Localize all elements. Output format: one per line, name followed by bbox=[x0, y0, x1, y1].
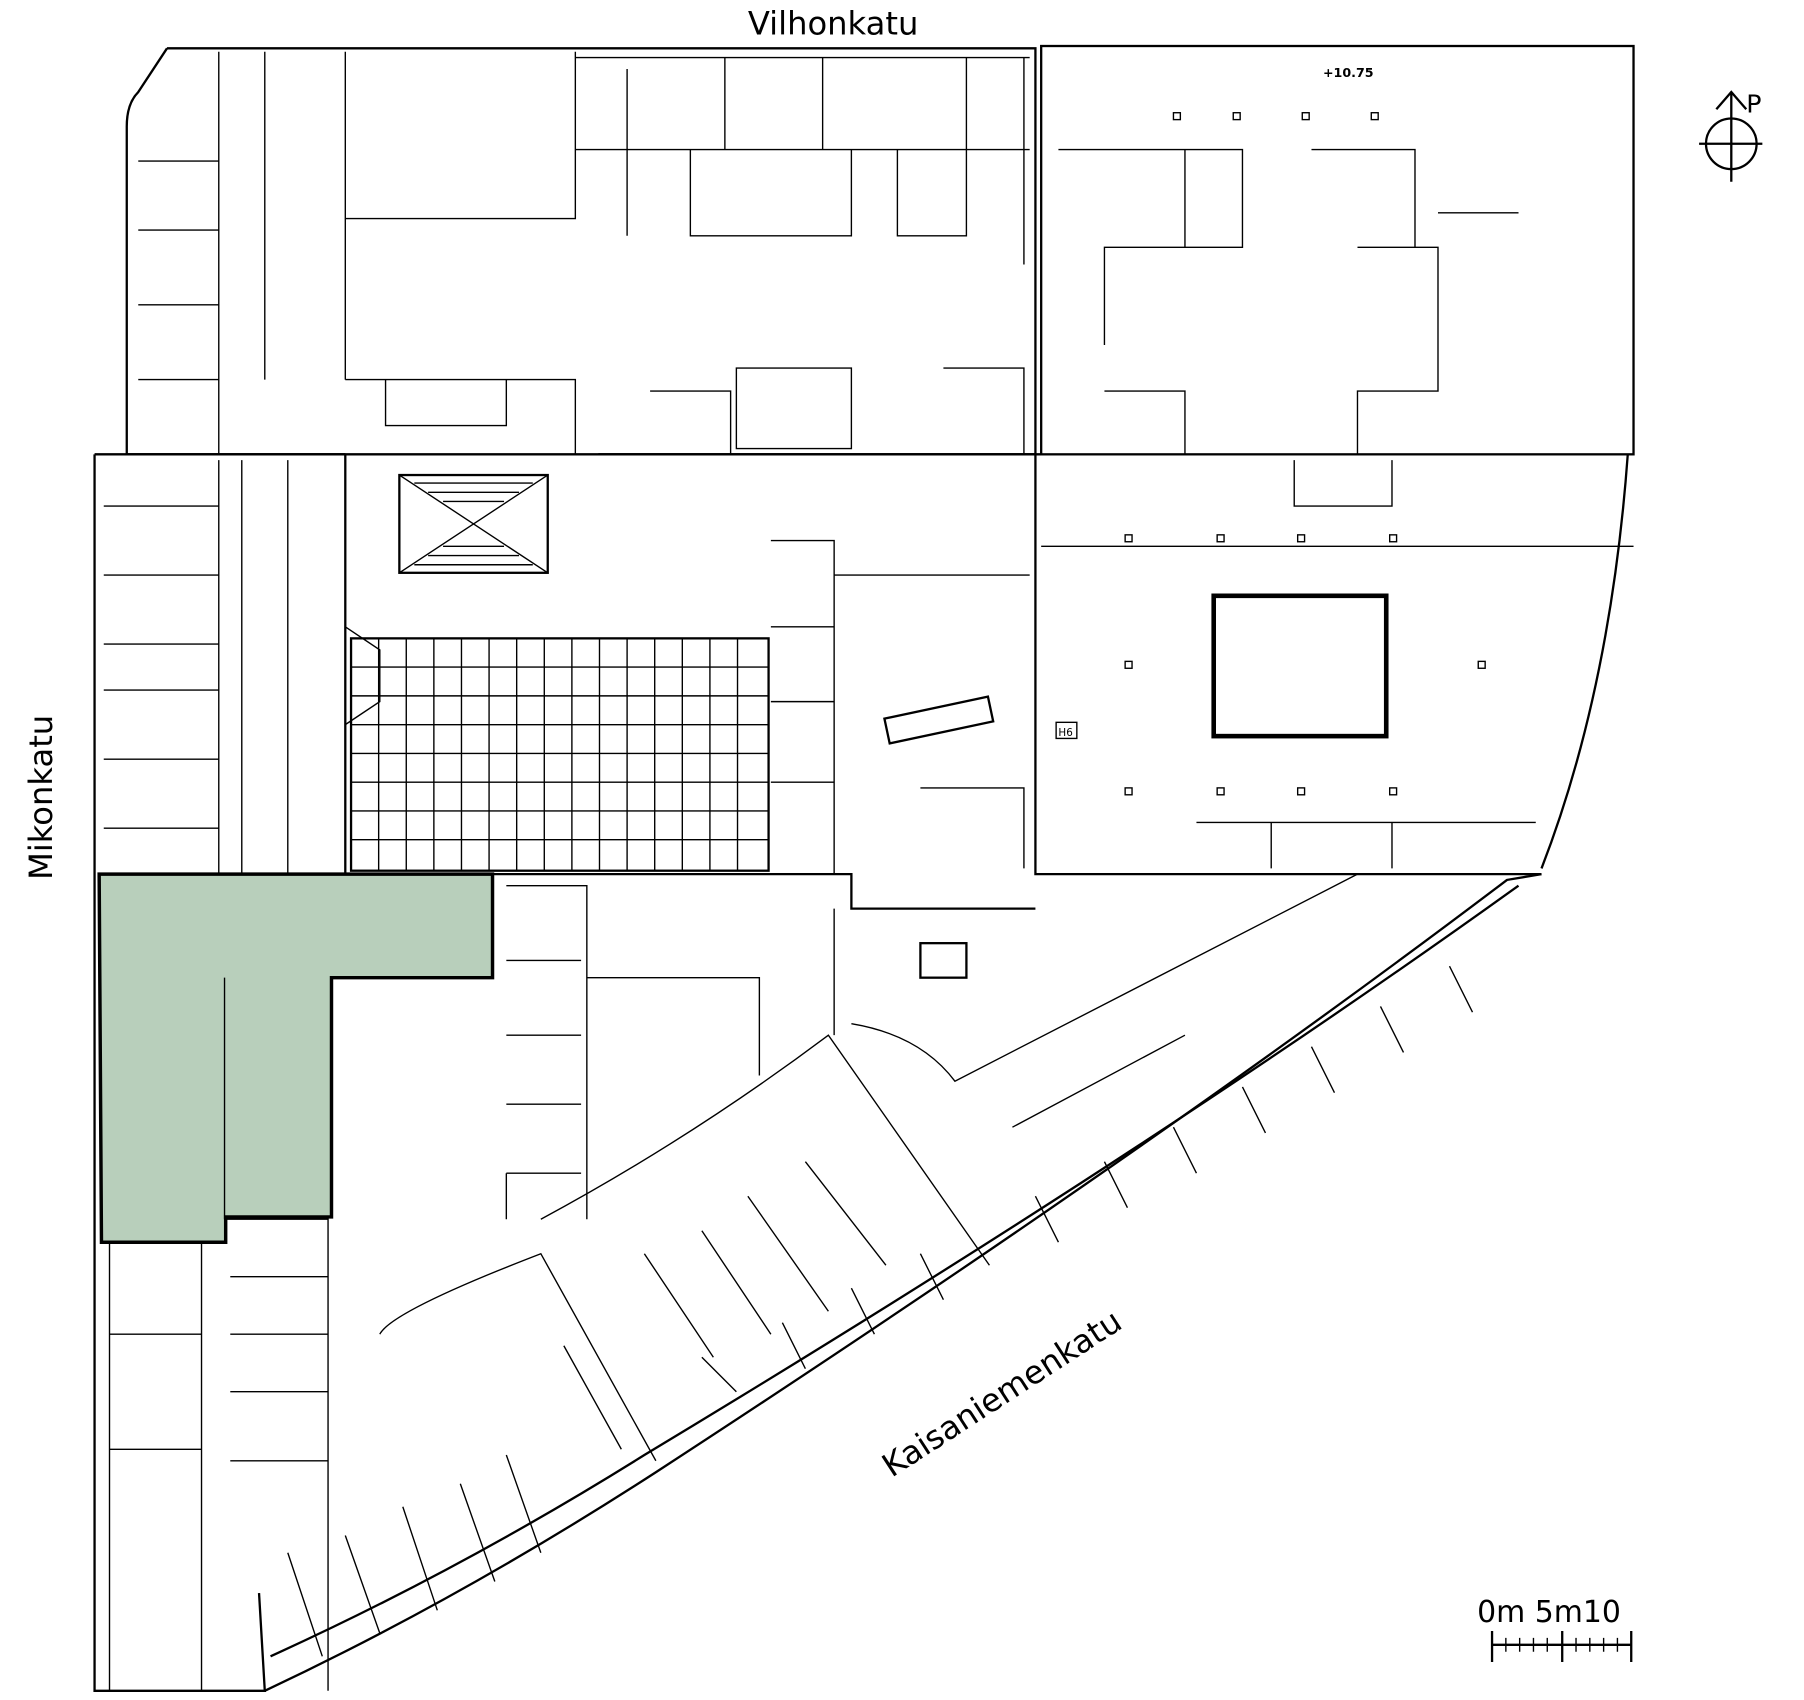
north-arrow-icon: P bbox=[1699, 90, 1763, 182]
escalator bbox=[883, 695, 995, 745]
level-annotation: +10.75 bbox=[1323, 65, 1374, 80]
interior-walls bbox=[103, 51, 1634, 1691]
highlighted-unit[interactable] bbox=[97, 872, 495, 1244]
room-label-h6: H6 bbox=[1058, 727, 1072, 739]
street-label-kaisaniemenkatu: Kaisaniemenkatu bbox=[875, 1302, 1128, 1485]
scale-bar: 0m 5m10 bbox=[1477, 1595, 1633, 1663]
elevator bbox=[919, 942, 968, 979]
skylight bbox=[398, 473, 549, 574]
svg-text:P: P bbox=[1746, 90, 1761, 119]
street-label-mikonkatu: Mikonkatu bbox=[22, 715, 60, 880]
building-outline bbox=[93, 44, 1635, 1692]
svg-text:0m 5m10: 0m 5m10 bbox=[1477, 1595, 1621, 1630]
columns bbox=[1124, 112, 1486, 796]
glass-roof-atrium bbox=[349, 637, 770, 872]
street-label-vilhonkatu: Vilhonkatu bbox=[748, 5, 919, 43]
central-void bbox=[1211, 593, 1389, 739]
